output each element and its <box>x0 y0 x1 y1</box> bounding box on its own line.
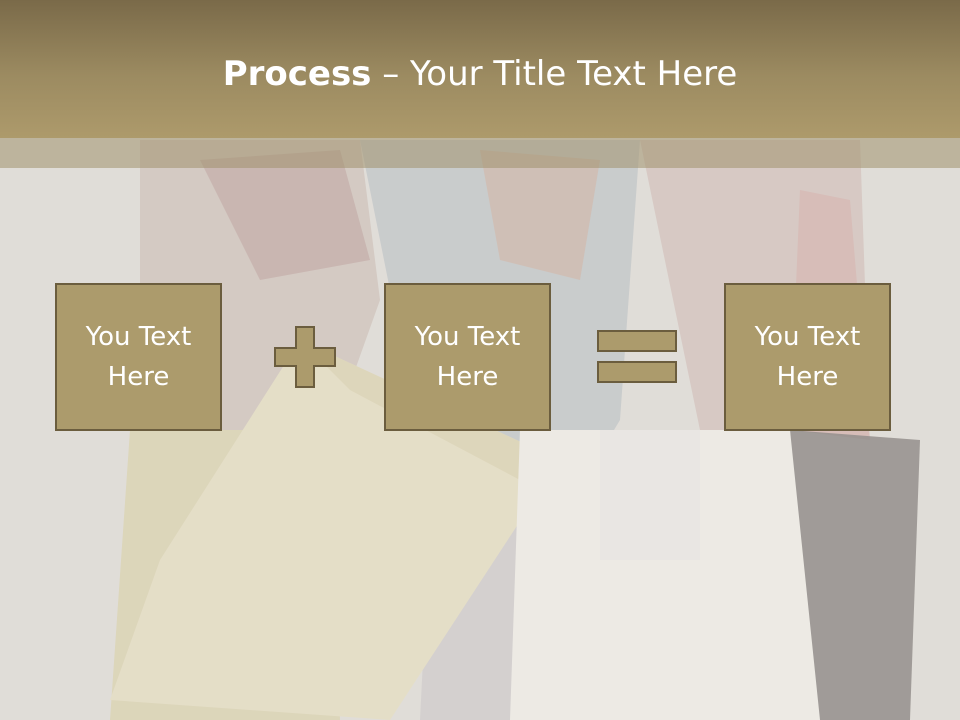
process-box-text: You Text Here <box>398 317 538 397</box>
process-box-line-2: Here <box>107 362 170 392</box>
title-sub-band <box>0 138 960 168</box>
title-rest: – Your Title Text Here <box>371 54 738 94</box>
process-box-3[interactable]: You Text Here <box>724 283 891 431</box>
process-box-line-2: Here <box>436 362 499 392</box>
process-box-1[interactable]: You Text Here <box>55 283 222 431</box>
process-box-text: You Text Here <box>738 317 878 397</box>
plus-icon <box>274 326 336 388</box>
slide-title[interactable]: Process – Your Title Text Here <box>0 52 960 96</box>
title-band <box>0 0 960 138</box>
process-box-line-1: You Text <box>85 322 192 352</box>
process-box-text: You Text Here <box>69 317 209 397</box>
process-box-line-2: Here <box>776 362 839 392</box>
process-box-line-1: You Text <box>414 322 521 352</box>
process-box-line-1: You Text <box>754 322 861 352</box>
process-box-2[interactable]: You Text Here <box>384 283 551 431</box>
equals-icon <box>597 330 677 383</box>
title-bold: Process <box>222 54 372 94</box>
